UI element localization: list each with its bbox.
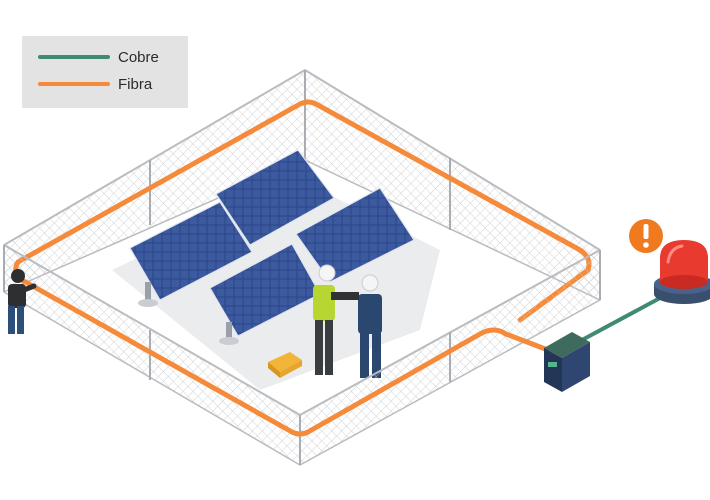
solar-panel-3 — [295, 187, 415, 283]
copper-cable — [580, 296, 662, 342]
solar-panel-1 — [129, 201, 253, 307]
alarm-beacon-icon — [654, 240, 710, 304]
fiber-line-swatch — [38, 82, 110, 86]
legend-label-fibra: Fibra — [118, 75, 153, 93]
legend-item-fibra: Fibra — [38, 74, 152, 94]
fence-back — [3, 69, 601, 301]
technician-blue — [345, 274, 382, 378]
legend-label-cobre: Cobre — [118, 48, 159, 66]
intruder-figure — [8, 269, 37, 334]
technician-vest — [313, 264, 351, 375]
toolbox-icon — [268, 352, 302, 378]
warning-icon — [629, 219, 663, 253]
legend-item-cobre: Cobre — [38, 47, 159, 67]
controller-box-icon — [544, 332, 590, 392]
copper-line-swatch — [38, 55, 110, 59]
legend: Cobre Fibra — [22, 36, 188, 108]
solar-panel-2 — [215, 149, 335, 246]
